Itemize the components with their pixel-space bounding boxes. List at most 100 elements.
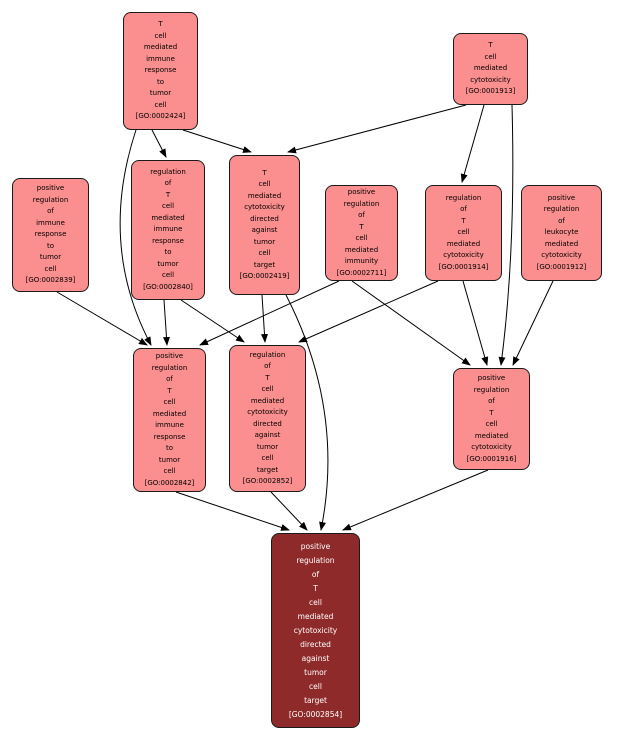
- term-word: cytotoxicity: [470, 75, 511, 84]
- term-word: mediated: [250, 396, 285, 405]
- term-word: of: [488, 397, 495, 405]
- term-word: cytotoxicity: [541, 251, 582, 260]
- term-word: response: [152, 236, 184, 245]
- go-id-label: [GO:0002424]: [135, 112, 186, 121]
- edge-n2840-n2852: [180, 299, 245, 343]
- term-word: of: [558, 216, 565, 225]
- go-id-label: [GO:0002839]: [25, 276, 76, 285]
- go-term-node-GO:0002842[interactable]: positiveregulationofTcellmediatedimmuner…: [133, 348, 206, 492]
- term-word: cell: [163, 467, 176, 475]
- term-word: cell: [44, 264, 57, 273]
- term-word: mediated: [473, 64, 508, 73]
- go-term-node-GO:0002854[interactable]: positiveregulationofTcellmediatedcytotox…: [271, 533, 360, 728]
- term-word: cytotoxicity: [471, 443, 512, 451]
- term-word: positive: [300, 541, 331, 551]
- term-word: cell: [309, 597, 322, 607]
- term-word: response: [153, 432, 186, 441]
- term-word: T: [489, 408, 494, 417]
- term-word: regulation: [249, 350, 286, 359]
- term-word: cytotoxicity: [247, 408, 288, 416]
- term-word: mediated: [247, 191, 282, 200]
- term-word: mediated: [446, 239, 481, 248]
- term-word: leukocyte: [544, 228, 579, 237]
- term-word: mediated: [151, 213, 185, 222]
- term-word: against: [251, 226, 278, 234]
- term-word: cell: [161, 202, 175, 211]
- edge-n2842-n2854: [175, 491, 290, 531]
- term-word: response: [34, 230, 67, 239]
- go-id-label: [GO:0002842]: [144, 478, 195, 487]
- go-term-node-GO:0001912[interactable]: positive regulation of leukocyte mediated cyt…: [521, 185, 602, 281]
- term-word: cell: [154, 100, 167, 109]
- term-word: regulation: [296, 555, 335, 565]
- go-id-label: [GO:0002419]: [239, 272, 290, 280]
- term-word: directed: [253, 419, 282, 428]
- term-word: mediated: [297, 611, 334, 621]
- go-term-node-GO:0002711[interactable]: positiveregulationofTcellmediatedimmunit…: [325, 185, 398, 281]
- term-word: target: [256, 465, 279, 474]
- go-term-node-GO:0002839[interactable]: positiveregulationofimmuneresponsetotumo…: [12, 178, 89, 292]
- go-id-label: [GO:0002854]: [288, 709, 343, 719]
- term-word: mediated: [544, 239, 579, 248]
- term-word: of: [358, 211, 365, 219]
- term-word: cell: [309, 681, 322, 691]
- edge-n1914-n1916: [462, 280, 489, 366]
- term-word: T: [158, 20, 163, 29]
- go-term-node-GO:0002419[interactable]: Tcellmediatedcytotoxicitydirectedagainst…: [229, 155, 300, 295]
- term-word: response: [144, 66, 177, 75]
- term-word: cell: [154, 31, 167, 40]
- term-word: T: [265, 373, 270, 382]
- term-word: positive: [547, 193, 576, 202]
- edge-n1916-n2854: [342, 469, 489, 531]
- edge-n1913-n1914: [460, 104, 485, 183]
- term-word: tumor: [256, 442, 279, 451]
- go-term-node-GO:0001914[interactable]: regulationofTcellmediatedcytotoxicity[GO…: [425, 185, 502, 281]
- term-word: regulation: [445, 193, 482, 202]
- term-word: regulation: [151, 363, 188, 372]
- term-word: cytotoxicity: [244, 203, 285, 211]
- term-word: against: [301, 653, 330, 663]
- term-word: positive: [36, 184, 65, 193]
- term-word: regulation: [543, 205, 580, 214]
- go-term-node-GO:0002424[interactable]: Tcellmediatedimmuneresponsetotumorcell[G…: [123, 12, 198, 130]
- edge-n2839-n2842: [56, 291, 148, 346]
- term-word: directed: [300, 639, 331, 649]
- term-word: cell: [355, 234, 368, 242]
- term-word: tumor: [253, 237, 276, 246]
- term-word: cell: [261, 385, 274, 393]
- term-word: immune: [36, 218, 65, 227]
- go-term-node-GO:0001916[interactable]: positiveregulationofTcellmediatedcytotox…: [453, 368, 530, 470]
- go-id-label: [GO:0001914]: [438, 262, 489, 271]
- go-id-label: [GO:0001912]: [536, 262, 587, 271]
- term-word: cytotoxicity: [443, 251, 484, 260]
- term-word: T: [313, 583, 318, 593]
- term-word: cell: [161, 271, 175, 280]
- term-word: cell: [258, 180, 271, 188]
- edge-n1914-n2852: [298, 280, 439, 343]
- term-word: T: [359, 222, 364, 231]
- term-word: to: [165, 444, 174, 452]
- term-word: target: [304, 695, 327, 705]
- term-word: to: [156, 77, 165, 86]
- term-word: mediated: [152, 409, 187, 418]
- term-word: immunity: [344, 257, 379, 265]
- go-id-label: [GO:0001913]: [465, 87, 516, 96]
- term-word: of: [264, 362, 271, 370]
- edge-n1912-n1916: [512, 280, 554, 366]
- term-word: cell: [261, 454, 274, 462]
- term-word: tumor: [157, 259, 179, 268]
- edge-n2424-n2840: [151, 129, 167, 158]
- term-word: regulation: [343, 199, 380, 208]
- go-id-label: [GO:0002852]: [242, 477, 293, 485]
- edge-n2424-n2842: [119, 129, 152, 346]
- term-word: of: [311, 569, 320, 579]
- term-word: mediated: [474, 431, 509, 440]
- term-word: positive: [477, 374, 506, 382]
- go-term-node-GO:0002840[interactable]: regulationofTcellmediatedimmuneresponset…: [131, 160, 205, 300]
- term-word: directed: [250, 214, 279, 223]
- term-word: T: [461, 216, 466, 225]
